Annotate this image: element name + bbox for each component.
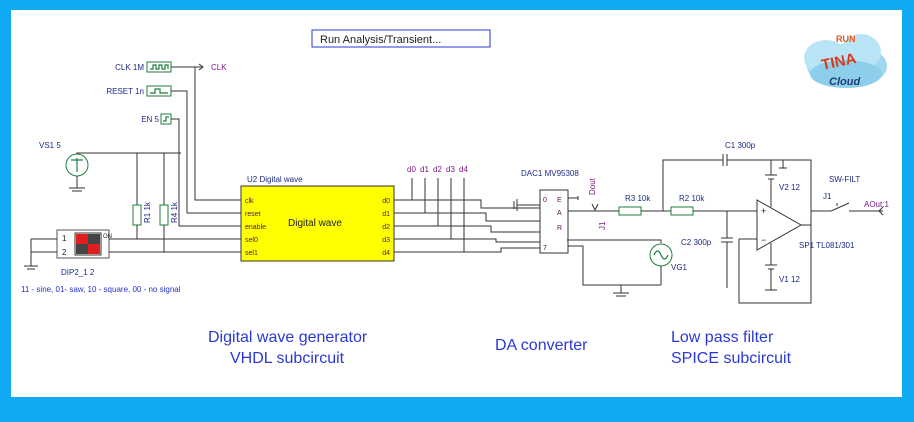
dip-legend-note: 11 - sine, 01- saw, 10 - square, 00 - no… xyxy=(21,285,181,294)
caption-gen-line2: VHDL subcircuit xyxy=(230,350,345,367)
u2-pin-d3: d3 xyxy=(382,237,390,244)
dac-label: DAC1 MV95308 xyxy=(521,169,579,178)
u2-pin-sel1: sel1 xyxy=(245,250,258,257)
vs1-label: VS1 5 xyxy=(39,141,61,150)
v2-label: V2 12 xyxy=(779,183,800,192)
r3-resistor[interactable]: R3 10k xyxy=(618,194,651,216)
r4-label: R4 1k xyxy=(170,201,179,223)
u2-pin-clk: clk xyxy=(245,198,254,205)
c1-label: C1 300p xyxy=(725,141,756,150)
c2-capacitor[interactable]: C2 300p xyxy=(681,211,733,288)
u2-pin-d0: d0 xyxy=(382,198,390,205)
clk-label: CLK 1M xyxy=(115,63,144,72)
dip-on-label: ON xyxy=(103,234,112,240)
u2-pin-d4: d4 xyxy=(382,250,390,257)
en-label: EN 5 xyxy=(141,115,159,124)
caption-gen-line1: Digital wave generator xyxy=(208,329,368,346)
u2-pin-reset: reset xyxy=(245,211,261,218)
r1-resistor[interactable]: R1 1k xyxy=(132,153,152,239)
caption-filter: Low pass filter SPICE subcircuit xyxy=(671,329,792,367)
r3-label: R3 10k xyxy=(625,194,651,203)
run-analysis-button[interactable]: Run Analysis/Transient... xyxy=(311,29,491,48)
reset-source[interactable]: RESET 1n xyxy=(106,85,172,97)
dac-block[interactable]: 0 E A R 7 xyxy=(539,189,569,254)
vg1-label: VG1 xyxy=(671,263,688,272)
c2-label: C2 300p xyxy=(681,238,712,247)
caption-lp-line2: SPICE subcircuit xyxy=(671,350,792,367)
v1-supply[interactable]: V1 12 xyxy=(765,243,800,291)
dac-pin-7: 7 xyxy=(543,245,547,252)
c1-capacitor[interactable]: C1 300p xyxy=(722,141,756,166)
dac-pin-e: E xyxy=(557,197,562,204)
bus-label-d0: d0 xyxy=(407,165,416,174)
u2-title: U2 Digital wave xyxy=(247,175,303,184)
u2-body-label: Digital wave xyxy=(288,218,342,229)
logo-tina-text: TINA xyxy=(820,50,858,74)
svg-text:+: + xyxy=(761,206,766,216)
schematic-canvas: Run Analysis/Transient... RUN TINA Cloud… xyxy=(11,10,902,397)
dip-pin2-label: 2 xyxy=(62,248,67,257)
bus-label-d2: d2 xyxy=(433,165,442,174)
dac-pin-a: A xyxy=(557,210,562,217)
caption-generator: Digital wave generator VHDL subcircuit xyxy=(208,329,368,367)
caption-lp-line1: Low pass filter xyxy=(671,329,774,346)
reset-label: RESET 1n xyxy=(106,87,144,96)
caption-da-converter: DA converter xyxy=(495,337,588,354)
r2-label: R2 10k xyxy=(679,194,705,203)
tina-cloud-logo: RUN TINA Cloud xyxy=(804,34,887,88)
u2-pin-d1: d1 xyxy=(382,211,390,218)
svg-text:−: − xyxy=(761,235,766,245)
r1-label: R1 1k xyxy=(143,201,152,223)
opamp-tl081[interactable]: + − SP1 TL081/301 xyxy=(756,199,855,251)
dip-switch[interactable]: 1 2 ON xyxy=(56,229,112,259)
j1-dac-label: J1 xyxy=(598,221,607,230)
logo-cloud-text: Cloud xyxy=(829,76,860,88)
dout-label: Dout xyxy=(588,177,597,195)
v2-supply[interactable]: V2 12 xyxy=(765,160,800,207)
u2-pin-d2: d2 xyxy=(382,224,390,231)
dip-label: DIP2_1 2 xyxy=(61,268,95,277)
sw-filt-label: SW-FILT xyxy=(829,175,860,184)
schematic-svg: Run Analysis/Transient... RUN TINA Cloud… xyxy=(21,29,889,367)
u2-pin-sel0: sel0 xyxy=(245,237,258,244)
aout-label: AOut:1 xyxy=(864,200,889,209)
vg1-source[interactable]: VG1 xyxy=(649,243,688,272)
logo-run-text: RUN xyxy=(836,34,856,44)
u2-digital-wave-block[interactable]: Digital wave clk reset enable sel0 sel1 … xyxy=(240,185,395,262)
r4-resistor[interactable]: R4 1k xyxy=(159,153,179,252)
bus-label-d4: d4 xyxy=(459,165,468,174)
u2-pin-enable: enable xyxy=(245,224,266,231)
bus-label-d3: d3 xyxy=(446,165,455,174)
clk-net-label: CLK xyxy=(211,63,227,72)
clk-source[interactable]: CLK 1M xyxy=(115,61,203,73)
dip-pin1-label: 1 xyxy=(62,234,67,243)
r2-resistor[interactable]: R2 10k xyxy=(670,194,705,216)
bus-label-d1: d1 xyxy=(420,165,429,174)
v1-label: V1 12 xyxy=(779,275,800,284)
en-source[interactable]: EN 5 xyxy=(141,113,172,125)
sw-filt-switch[interactable] xyxy=(811,202,850,212)
vs1-source[interactable]: VS1 5 xyxy=(39,141,89,177)
bus-labels: d0 d1 d2 d3 d4 xyxy=(407,165,468,174)
run-analysis-label: Run Analysis/Transient... xyxy=(320,34,441,46)
opamp-label: SP1 TL081/301 xyxy=(799,241,855,250)
dac-pin-0: 0 xyxy=(543,197,547,204)
dac-pin-r: R xyxy=(557,225,562,232)
j1-label: J1 xyxy=(823,192,832,201)
